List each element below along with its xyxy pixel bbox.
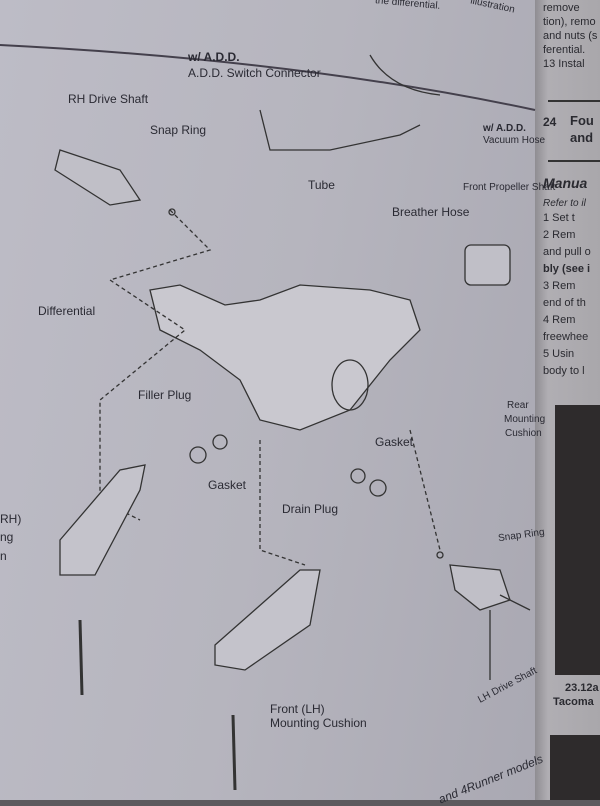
add-switch-connector-label: A.D.D. Switch Connector — [188, 66, 321, 80]
lh-mounting-cushion-part — [214, 569, 321, 671]
snap-ring-part-bottom — [436, 551, 444, 559]
rh-cushion-label-3: n — [0, 549, 7, 563]
rh-drive-shaft-part — [54, 149, 142, 206]
rh-drive-shaft-label: RH Drive Shaft — [68, 92, 149, 106]
vacuum-heading: w/ A.D.D. — [483, 123, 526, 134]
rear-mounting-cushion-label-3: Cushion — [505, 428, 542, 439]
lh-shaft — [499, 594, 531, 611]
gasket-label-right: Gasket — [375, 435, 414, 449]
rp-step-8: freewhee — [543, 331, 589, 343]
snap-ring-label-top: Snap Ring — [150, 123, 207, 137]
snap-ring-part-top — [168, 208, 176, 216]
rp-line-4: ferential. — [543, 44, 586, 56]
lh-drive-shaft-part — [449, 564, 511, 611]
rp-line-1: remove — [543, 2, 580, 14]
filler-plug-part — [189, 446, 207, 464]
rp-section-number: 24 — [543, 115, 557, 129]
photo-top — [555, 405, 600, 675]
drain-plug-part — [369, 479, 387, 497]
rp-section-title-2: and — [570, 130, 594, 145]
rp-refer: Refer to il — [543, 198, 586, 209]
rear-mounting-cushion-label-2: Mounting — [504, 414, 546, 425]
leader-bottom — [259, 440, 306, 566]
rear-mounting-cushion-label-1: Rear — [507, 400, 529, 411]
rh-mounting-cushion-part — [59, 464, 146, 576]
rh-bolt — [78, 619, 84, 696]
rh-cushion-label-1: RH) — [0, 512, 22, 526]
rp-line-5: 13 Instal — [543, 58, 585, 70]
rp-step-10: body to l — [543, 365, 585, 377]
drain-plug-label: Drain Plug — [282, 502, 339, 516]
front-lh-cushion-label-1: Front (LH) — [270, 702, 325, 716]
switch-wire — [369, 54, 441, 96]
rp-step-6: end of th — [543, 297, 586, 309]
rp-section-title-1: Fou — [570, 113, 594, 128]
rp-step-9: 5 Usin — [543, 348, 575, 360]
rp-rule-1 — [548, 100, 600, 102]
rp-step-2: 2 Rem — [543, 229, 576, 241]
tube-wires — [259, 109, 421, 151]
rp-step-4: bly (see i — [543, 263, 591, 275]
filler-plug-label: Filler Plug — [138, 388, 192, 402]
rp-rule-2 — [548, 160, 600, 162]
rp-step-1: 1 Set t — [543, 212, 575, 224]
gasket-part-right — [350, 468, 366, 484]
rp-step-5: 3 Rem — [543, 280, 576, 292]
rp-line-2: tion), remo — [543, 16, 596, 28]
tube-label: Tube — [308, 178, 335, 192]
rp-step-3: and pull o — [543, 246, 591, 258]
lh-bolt — [231, 714, 237, 791]
differential-opening — [331, 359, 369, 411]
rp-caption-2: Tacoma — [553, 696, 594, 708]
gasket-label-left: Gasket — [208, 478, 247, 492]
front-propeller-shaft-label: Front Propeller Shaft — [463, 182, 556, 193]
rp-caption-1: 23.12a — [565, 682, 599, 694]
header-rule — [0, 44, 536, 111]
rp-line-3: and nuts (s — [543, 30, 598, 42]
front-lh-cushion-label-2: Mounting Cushion — [270, 716, 367, 730]
add-heading: w/ A.D.D. — [188, 50, 240, 64]
rh-cushion-label-2: ng — [0, 530, 14, 544]
differential-housing — [149, 284, 421, 431]
rp-subheading: Manua — [543, 175, 588, 191]
leader-left — [99, 209, 212, 521]
differential-label: Differential — [38, 304, 96, 318]
photo-bottom — [550, 735, 600, 800]
propeller-flange — [464, 244, 511, 286]
leader-right — [409, 429, 441, 551]
rp-step-7: 4 Rem — [543, 314, 576, 326]
breather-hose-label: Breather Hose — [392, 205, 470, 219]
gasket-part-left — [212, 434, 228, 450]
vacuum-hose-label: Vacuum Hose — [483, 135, 546, 146]
